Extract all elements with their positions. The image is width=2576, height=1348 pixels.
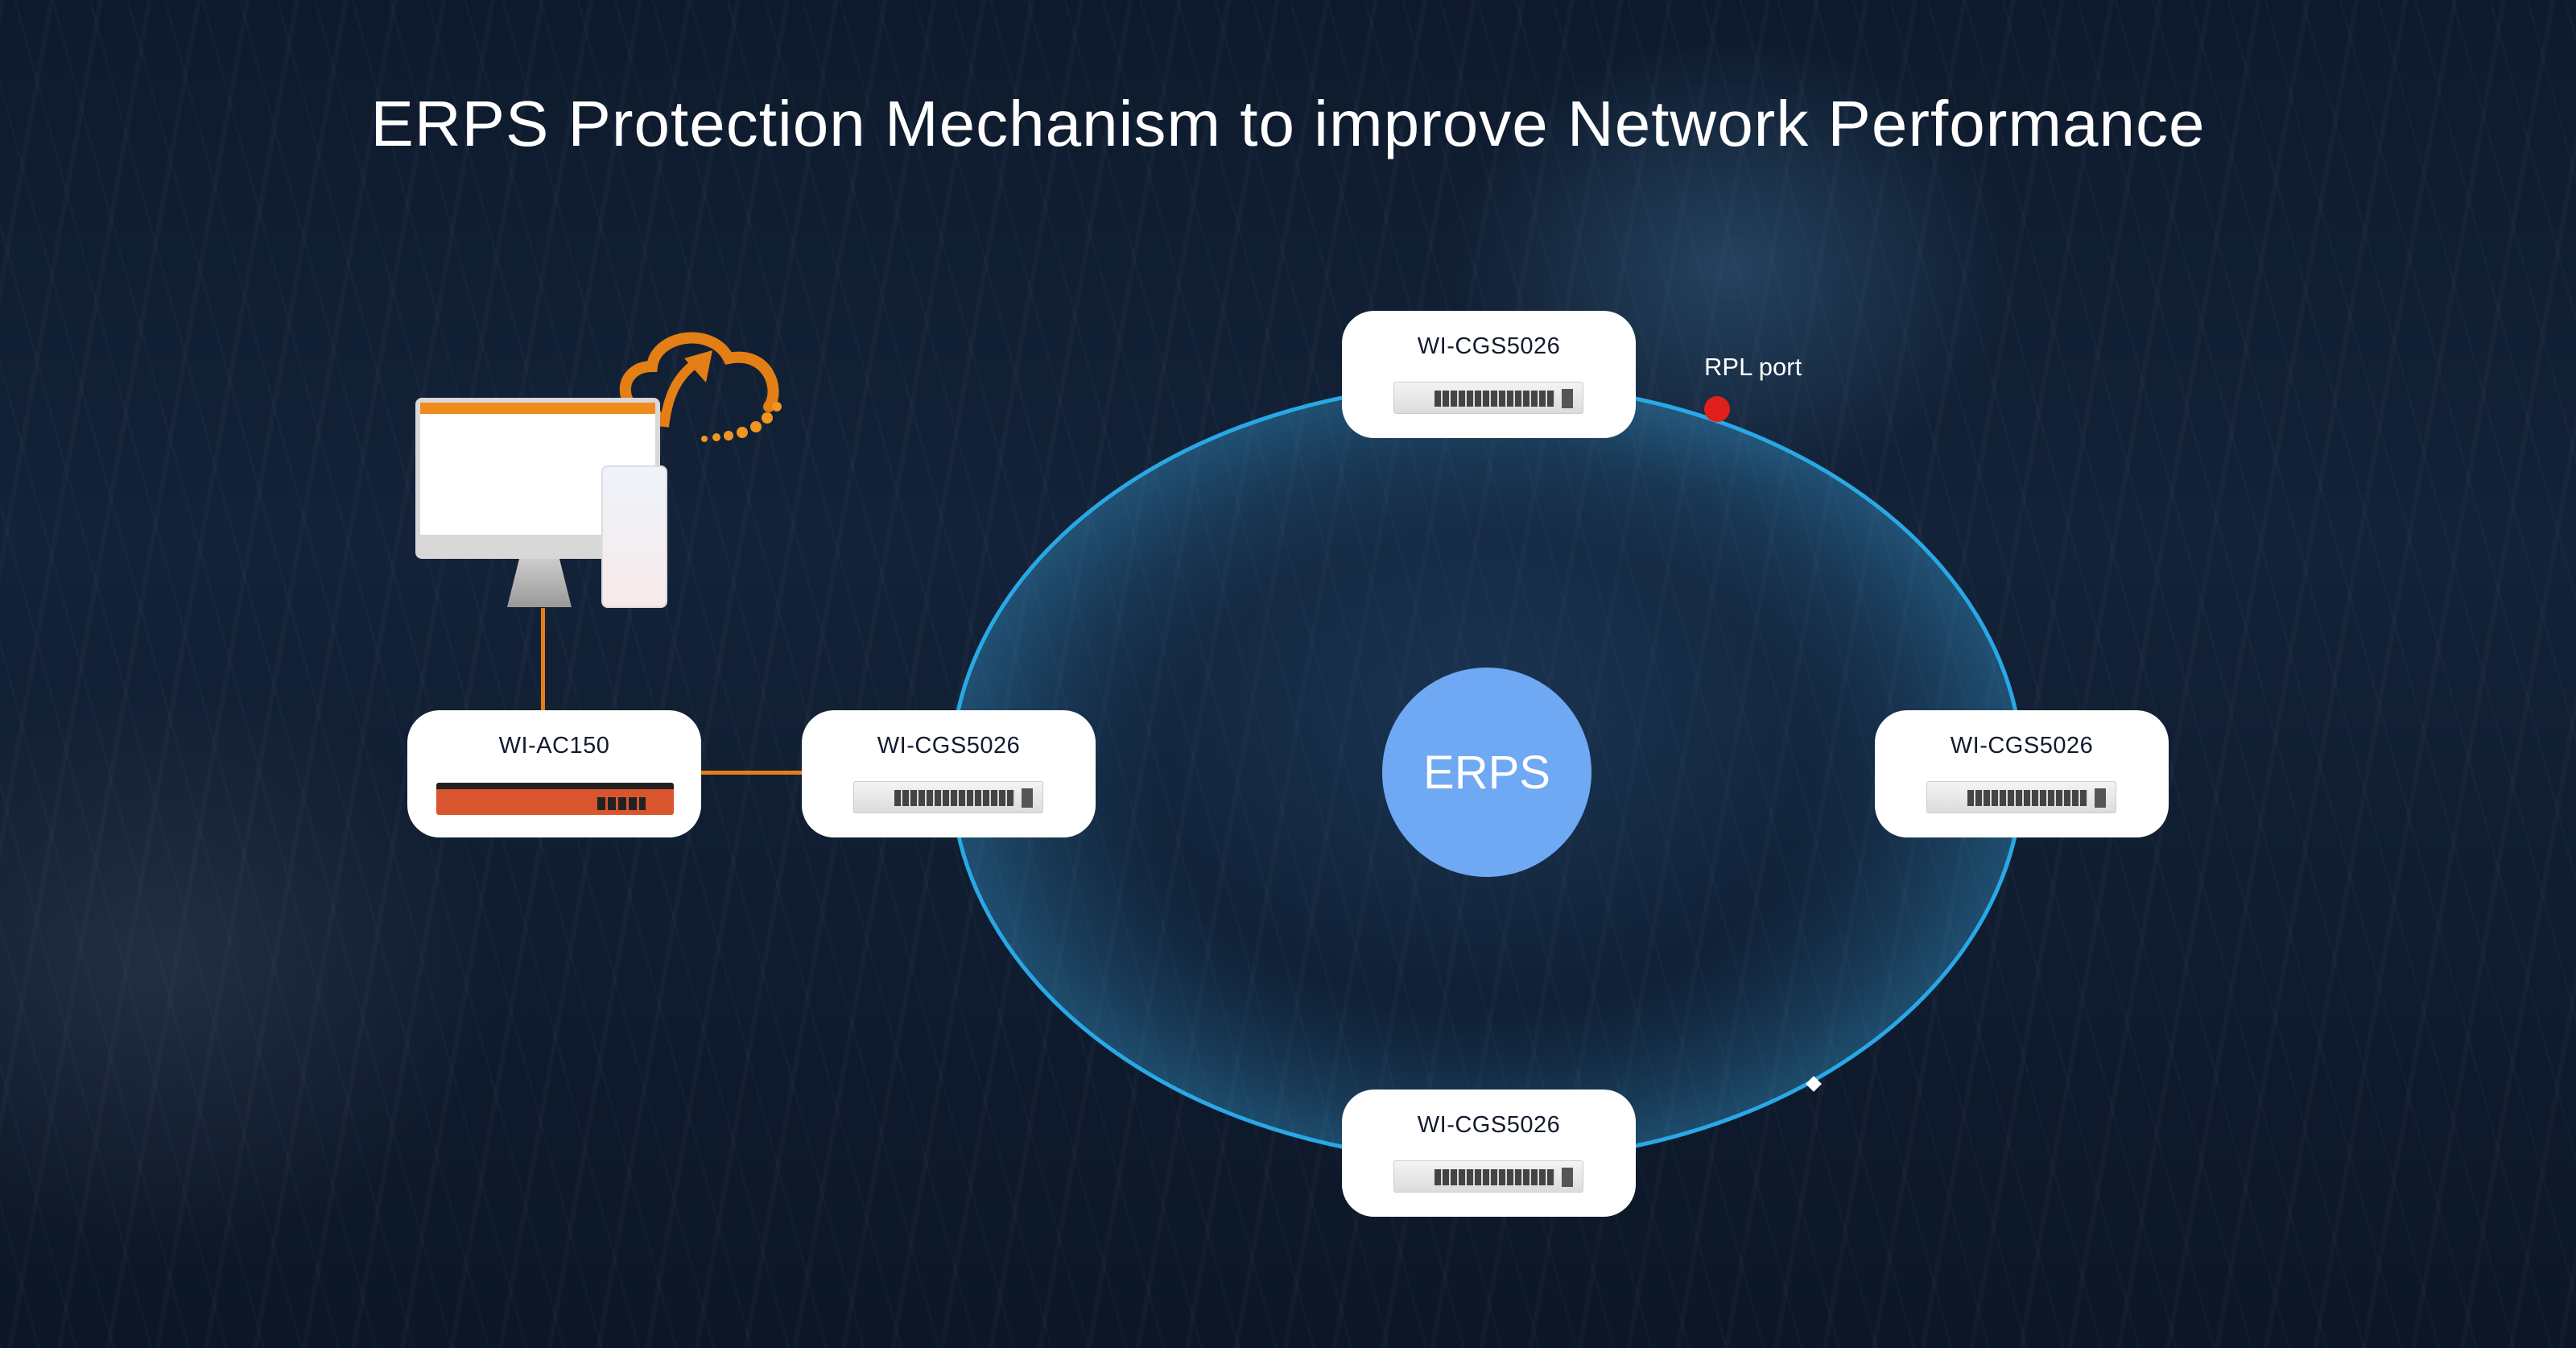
switch-image [853,781,1043,813]
device-label: WI-CGS5026 [877,733,1021,759]
device-card-switch-bottom: WI-CGS5026 [1342,1090,1636,1217]
ring-marker [1806,1076,1822,1092]
device-label: WI-AC150 [498,733,610,759]
switch-image [1926,781,2116,813]
page-title: ERPS Protection Mechanism to improve Net… [370,88,2206,159]
cloud-upload-icon [619,332,782,442]
device-card-switch-top: WI-CGS5026 [1342,311,1636,438]
link-ac-switch [701,771,803,775]
rpl-port-dot [1704,396,1730,422]
phone-image [601,465,667,608]
device-label: WI-CGS5026 [1950,733,2094,759]
device-label: WI-CGS5026 [1417,1112,1561,1138]
erps-center-badge: ERPS [1382,668,1591,877]
monitor-image [415,398,660,559]
device-card-switch-right: WI-CGS5026 [1875,710,2169,837]
rpl-port-label: RPL port [1704,353,1802,381]
controller-image [436,783,674,815]
link-monitor-ac [541,608,545,711]
switch-image [1393,1160,1583,1193]
monitor-stand [507,559,572,607]
device-label: WI-CGS5026 [1417,333,1561,359]
switch-image [1393,382,1583,414]
device-card-ac150: WI-AC150 [407,710,701,837]
device-card-switch-left: WI-CGS5026 [802,710,1096,837]
